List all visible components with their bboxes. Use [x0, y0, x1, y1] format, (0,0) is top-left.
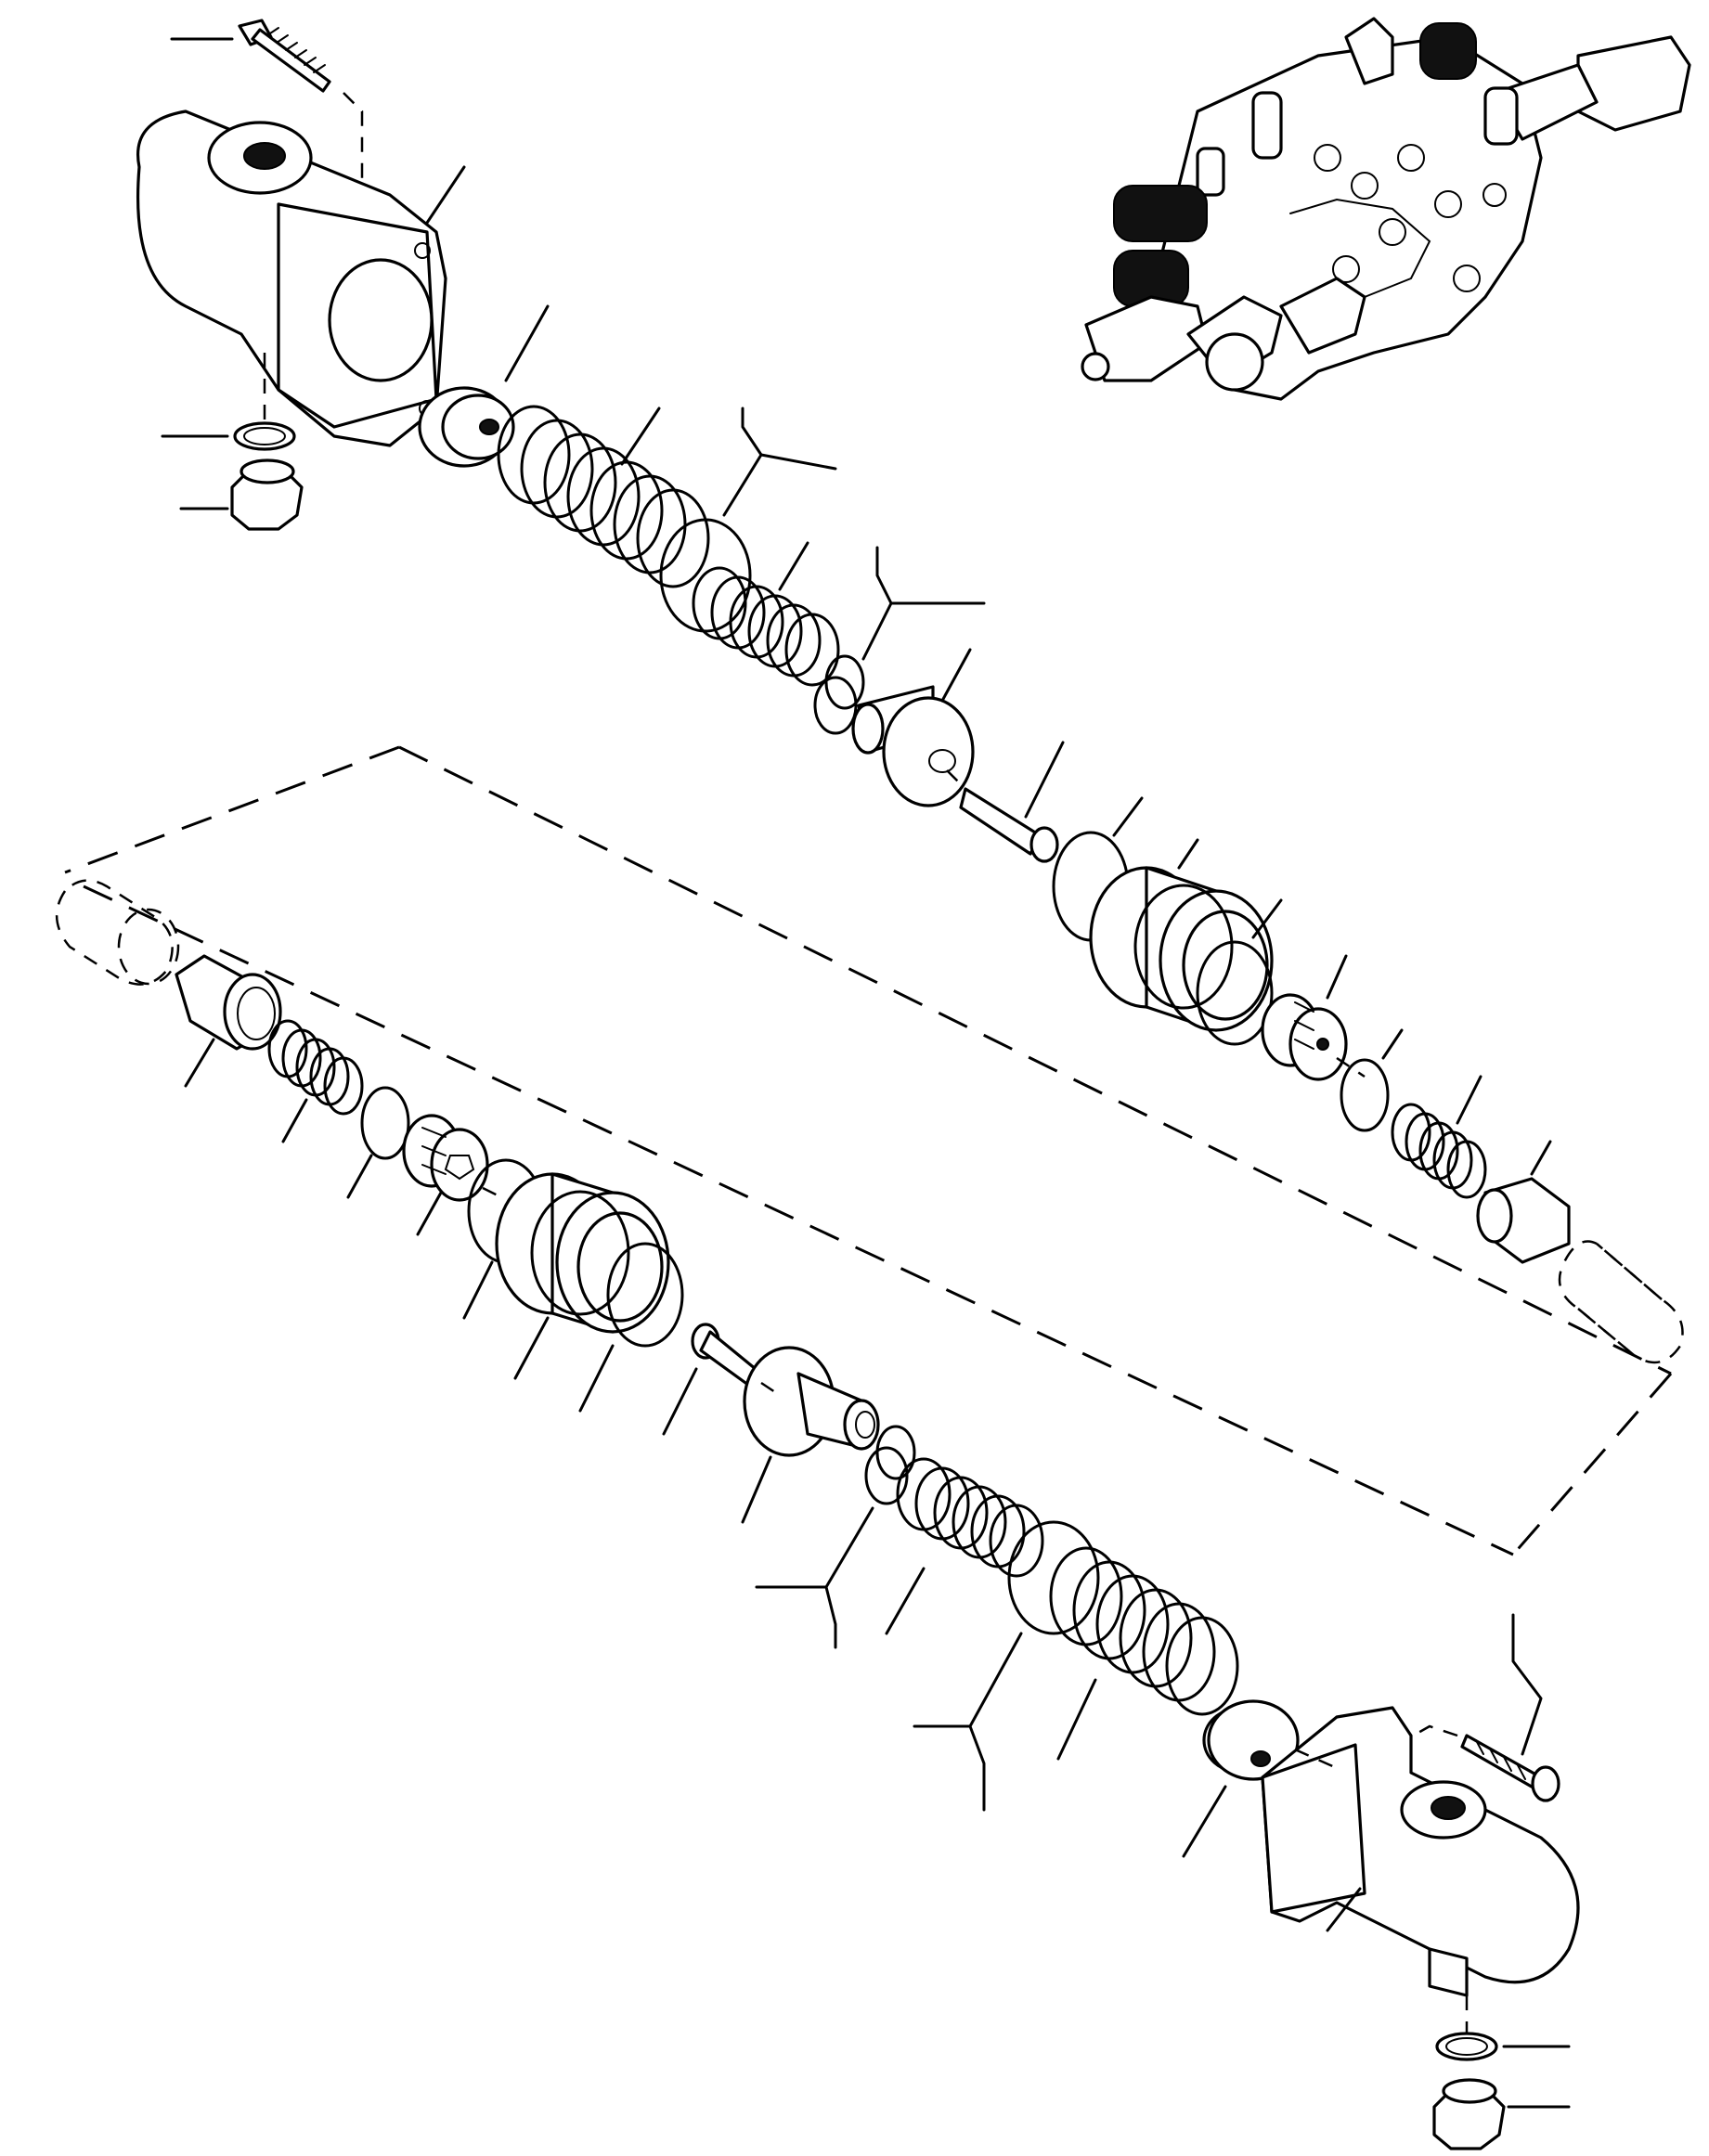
upper-cap-screw — [170, 19, 391, 234]
upper-washer-and-plug — [161, 353, 304, 531]
callout-leader-line — [741, 1455, 772, 1524]
callout-leader-line — [1326, 1887, 1362, 1932]
lower-valve-sleeve — [495, 1172, 670, 1380]
lower-small-o-ring — [346, 1086, 410, 1199]
upper-small-spring — [692, 541, 840, 687]
callout-leader-line — [1251, 898, 1283, 939]
callout-leader-line — [184, 1038, 215, 1088]
callout-leader-line — [281, 1098, 308, 1143]
upper-small-o-ring — [1340, 1028, 1404, 1132]
lower-valve-housing — [1261, 1706, 1580, 2037]
lower-small-rings — [755, 1425, 916, 1649]
callout-leader-line — [1177, 838, 1199, 870]
callout-leader-line — [662, 1367, 698, 1436]
upper-valve-sleeve — [1089, 838, 1274, 1032]
upper-o-ring-2 — [1196, 898, 1283, 1046]
callout-leader-line — [425, 165, 466, 225]
upper-shim-ring — [659, 407, 837, 633]
callout-leader-line — [778, 541, 809, 591]
lower-poppet-spring — [267, 1019, 364, 1143]
lower-cap-screw — [1396, 1613, 1560, 1802]
callout-leader-line — [416, 1191, 443, 1236]
lower-threaded-plug — [402, 1114, 489, 1236]
upper-pin — [959, 741, 1065, 863]
upper-large-spring — [497, 405, 710, 588]
lower-pin — [662, 1323, 763, 1436]
lower-spring-seat — [1182, 1699, 1300, 1858]
upper-spring-seat — [418, 304, 550, 468]
callout-leader-line — [1112, 796, 1144, 837]
callout-leader-line — [620, 407, 661, 466]
phantom-bore-left — [55, 879, 180, 986]
lower-poppet — [175, 954, 282, 1088]
callout-leader-line — [1530, 1140, 1552, 1176]
upper-poppet — [1476, 1140, 1571, 1264]
lower-shim-ring — [913, 1520, 1100, 1812]
callout-leader-line — [1024, 741, 1065, 819]
callout-leader-line — [1456, 1075, 1482, 1125]
lower-washer-and-plug — [1432, 2032, 1571, 2150]
upper-piston — [851, 648, 975, 807]
callout-leader-line — [940, 648, 972, 703]
callout-leader-line — [346, 1154, 373, 1199]
callout-leader-line — [462, 1260, 494, 1320]
callout-leader-line — [513, 1316, 550, 1380]
callout-leader-line — [1056, 1678, 1097, 1761]
callout-leader-line — [1381, 1028, 1404, 1060]
valve-assembly-inset — [1081, 17, 1691, 401]
upper-threaded-plug — [1261, 954, 1348, 1081]
lower-piston — [741, 1346, 880, 1524]
callout-leader-line — [1326, 954, 1348, 1000]
callout-leader-line — [578, 1344, 615, 1413]
phantom-bore-right — [1558, 1240, 1684, 1364]
upper-small-rings — [813, 546, 986, 735]
callout-leader-line — [504, 304, 550, 382]
dashed-envelope — [64, 745, 1673, 1556]
lower-o-ring-2 — [578, 1242, 684, 1413]
upper-valve-housing — [136, 110, 466, 447]
callout-leader-line — [1182, 1785, 1227, 1858]
lower-small-spring — [885, 1457, 1044, 1635]
lower-large-spring — [1049, 1546, 1239, 1761]
upper-poppet-spring — [1391, 1075, 1487, 1199]
callout-leader-line — [885, 1567, 926, 1635]
